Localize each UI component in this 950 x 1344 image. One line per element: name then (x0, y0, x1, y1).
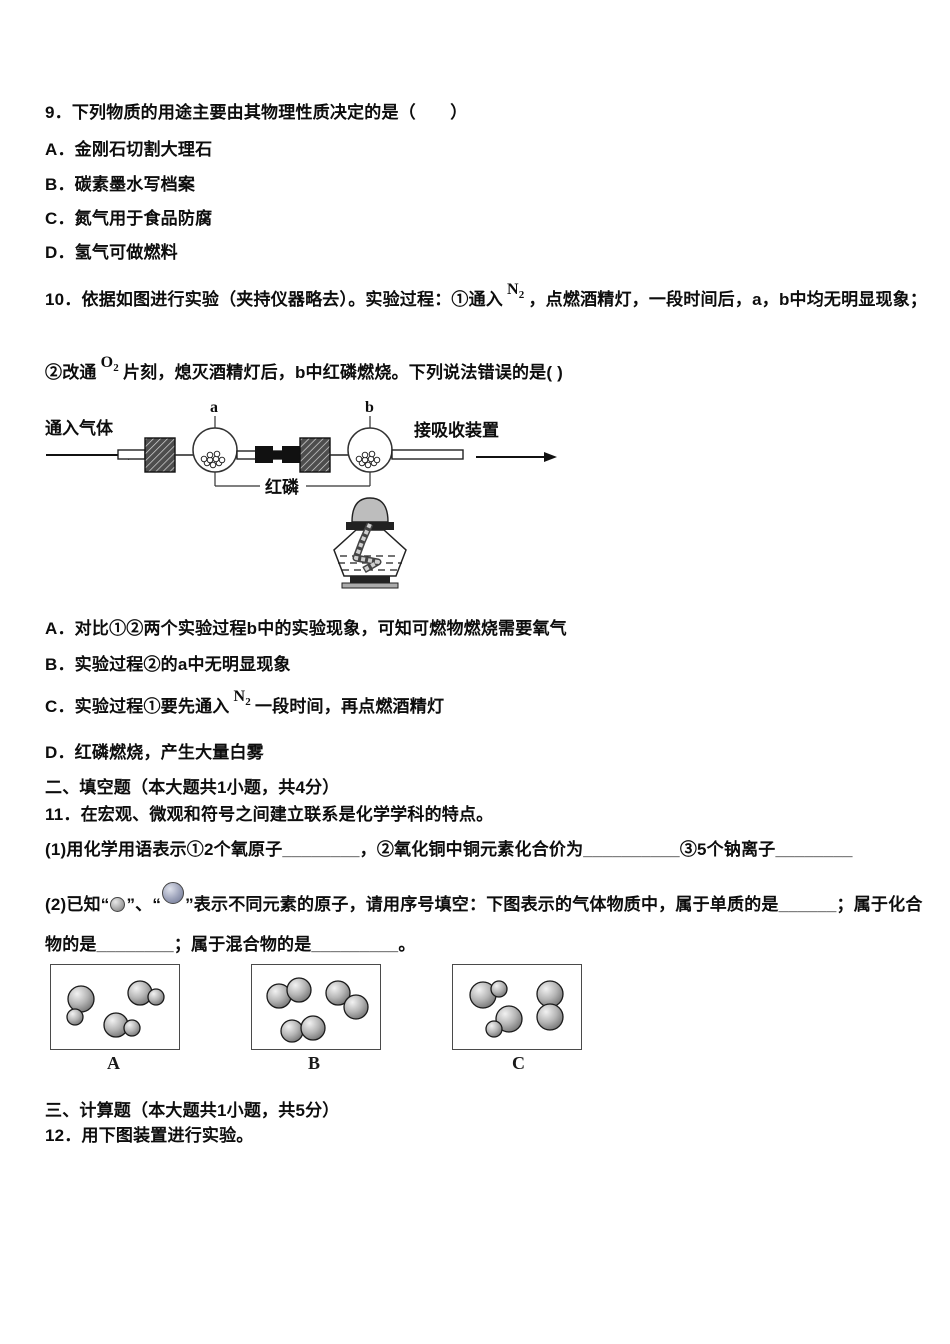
molecule-box-c (452, 964, 582, 1050)
molecule-diagram-b (266, 977, 369, 1043)
box-label-c: C (512, 1053, 525, 1073)
q10-option-a: A．对比①②两个实验过程b中的实验现象，可知可燃物燃烧需要氧气 (45, 619, 567, 638)
outlet-label: 接吸收装置 (414, 420, 499, 440)
q11-title: 11．在宏观、微观和符号之间建立联系是化学学科的特点。 (45, 805, 494, 824)
atom-sphere (343, 994, 369, 1020)
outlet-tube (391, 449, 464, 460)
atom-sphere (66, 1008, 84, 1026)
outlet-arrow (476, 452, 557, 462)
molecule-diagram-a (66, 980, 165, 1038)
q9-title: 9．下列物质的用途主要由其物理性质决定的是（ ） (45, 103, 468, 122)
q9-option-a: A．金刚石切割大理石 (45, 140, 213, 159)
q10-option-d: D．红磷燃烧，产生大量白雾 (45, 743, 264, 762)
q11-part2-line1: (2)已知“”、“”表示不同元素的原子，请用序号填空：下图表示的气体物质中，属于… (45, 882, 923, 915)
q12-title: 12．用下图装置进行实验。 (45, 1126, 254, 1145)
o2-formula: O2 (100, 354, 119, 375)
atom-sphere (536, 980, 564, 1008)
apparatus-diagram: 通入气体 a b 接吸收装置 (45, 399, 557, 589)
red-phosphorus-pile-a (200, 450, 226, 469)
atom-sphere (325, 980, 351, 1006)
box-label-a: A (107, 1053, 120, 1073)
box-label-b: B (308, 1053, 321, 1073)
inlet-label: 通入气体 (45, 418, 114, 438)
atom-sphere (67, 985, 95, 1013)
q9-option-d: D．氢气可做燃料 (45, 243, 178, 262)
q9-option-b: B．碳素墨水写档案 (45, 175, 196, 194)
molecule-box-a (50, 964, 180, 1050)
rubber-joint-icon (255, 446, 300, 463)
atom-sphere (485, 1020, 503, 1038)
stopper-right-icon (299, 437, 331, 473)
section2-header: 二、填空题（本大题共1小题，共4分） (45, 778, 340, 797)
atom-sphere (490, 980, 508, 998)
section3-header: 三、计算题（本大题共1小题，共5分） (45, 1101, 340, 1120)
red-phosphorus-callout (214, 472, 371, 487)
stopper-left-icon (144, 437, 176, 473)
bulb-b-label: b (365, 399, 374, 416)
atom-sphere (300, 1015, 326, 1041)
atom-sphere (280, 1019, 304, 1043)
red-phosphorus-label: 红磷 (265, 477, 300, 497)
atom-sphere (495, 1005, 523, 1033)
small-atom-icon (110, 897, 126, 912)
inlet-tube (117, 449, 146, 460)
large-atom-icon (162, 882, 185, 904)
atom-sphere (147, 988, 165, 1006)
q10-stem-line1: 10．依据如图进行实验（夹持仪器略去）。实验过程：①通入N2，点燃酒精灯，一段时… (45, 281, 928, 309)
q11-part2-line2: 物的是________；属于混合物的是_________。 (45, 935, 416, 954)
n2-formula: N2 (507, 281, 525, 302)
molecule-box-b (251, 964, 381, 1050)
atom-sphere (536, 1003, 564, 1031)
bulb-a-label: a (210, 399, 218, 416)
atom-sphere (123, 1019, 141, 1037)
q11-part1: (1)用化学用语表示①2个氧原子________，②氧化铜中铜元素化合价为___… (45, 840, 853, 859)
q9-option-c: C．氮气用于食品防腐 (45, 209, 213, 228)
atom-sphere (286, 977, 312, 1003)
red-phosphorus-pile-b (355, 450, 381, 469)
n2-formula-option-c: N2 (233, 688, 251, 709)
molecule-diagram-c (469, 980, 564, 1038)
alcohol-lamp-icon (333, 497, 407, 589)
q10-option-b: B．实验过程②的a中无明显现象 (45, 655, 291, 674)
